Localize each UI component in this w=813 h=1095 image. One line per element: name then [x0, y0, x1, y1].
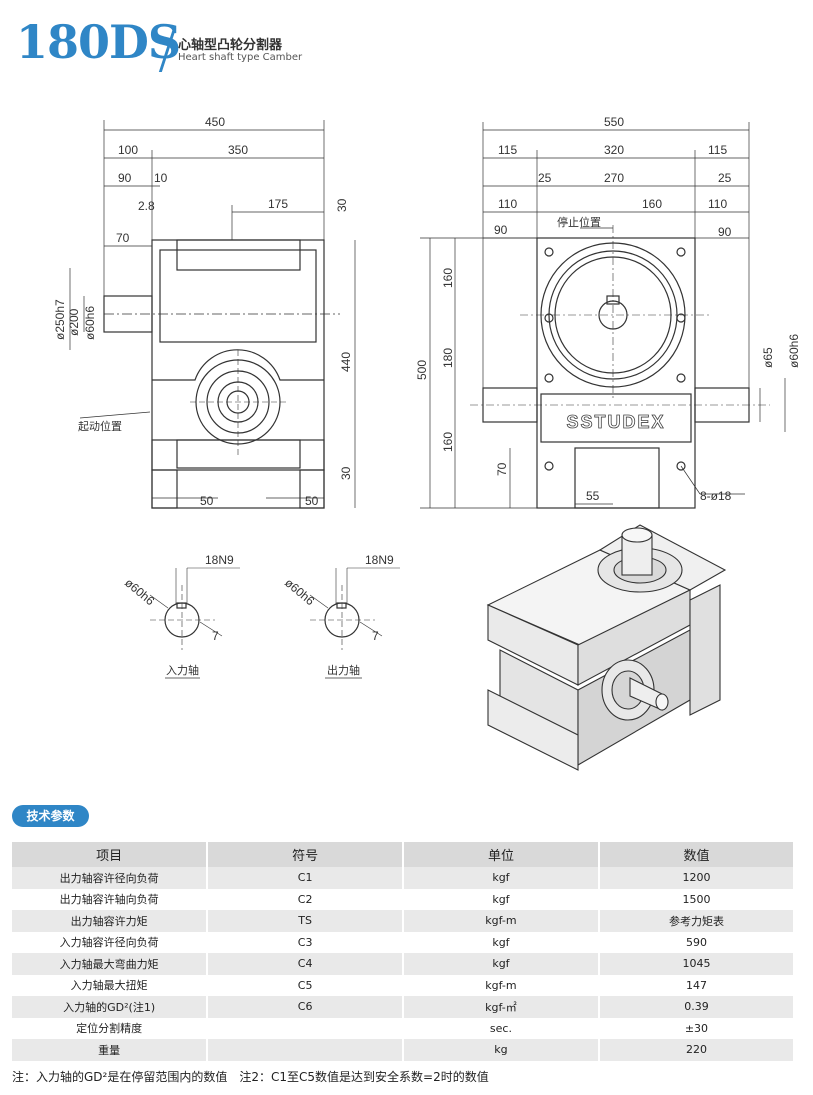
- svg-text:50: 50: [200, 494, 214, 508]
- svg-text:90: 90: [718, 225, 732, 239]
- svg-text:90: 90: [118, 171, 132, 185]
- svg-text:ø60h6: ø60h6: [122, 576, 157, 609]
- top-dimension-lines: [420, 122, 786, 509]
- svg-text:100: 100: [118, 143, 138, 157]
- svg-text:320: 320: [604, 143, 624, 157]
- svg-text:ø250h7: ø250h7: [53, 299, 67, 340]
- svg-text:10: 10: [154, 171, 168, 185]
- model-number: 180DS: [16, 15, 181, 69]
- svg-text:ø60h6: ø60h6: [83, 306, 97, 340]
- svg-text:8-ø18: 8-ø18: [700, 489, 732, 503]
- svg-text:ø65: ø65: [761, 347, 775, 368]
- header-value: 数值: [598, 842, 796, 867]
- svg-text:450: 450: [205, 115, 225, 129]
- svg-text:ø60h6: ø60h6: [282, 576, 317, 609]
- svg-text:30: 30: [339, 466, 353, 480]
- output-shaft-section: [309, 567, 400, 679]
- shaft-section-texts: 18N9 ø60h6 7 入力轴 18N9 ø60h6 7 出力轴: [122, 553, 394, 677]
- svg-text:7: 7: [372, 629, 379, 643]
- svg-text:440: 440: [339, 352, 353, 372]
- input-shaft-section: [149, 567, 240, 679]
- title-chinese: 心轴型凸轮分割器: [178, 38, 283, 53]
- isometric-view: [486, 524, 727, 771]
- svg-text:50: 50: [305, 494, 319, 508]
- svg-text:160: 160: [642, 197, 662, 211]
- front-view-body: [103, 239, 340, 509]
- specs-header-row: 项目 符号 单位 数值: [12, 842, 796, 867]
- svg-text:25: 25: [718, 171, 732, 185]
- svg-text:500: 500: [415, 360, 429, 380]
- svg-text:ø60h6: ø60h6: [787, 334, 801, 368]
- page-header: 180DS 心轴型凸轮分割器 Heart shaft type Camber: [16, 14, 376, 72]
- title-english: Heart shaft type Camber: [178, 52, 303, 63]
- svg-text:出力轴: 出力轴: [327, 663, 360, 677]
- svg-text:160: 160: [441, 432, 455, 452]
- technical-drawing: 450 100 350 90 10 2.8 175 30 70 ø250h7 ø…: [53, 115, 801, 771]
- svg-text:270: 270: [604, 171, 624, 185]
- svg-text:入力轴: 入力轴: [166, 663, 199, 677]
- footnote: 注：入力轴的GD²是在停留范围内的数值 注2：C1至C5数值是达到安全系数=2时…: [12, 1070, 489, 1084]
- svg-text:18N9: 18N9: [365, 553, 394, 567]
- top-dimension-texts: 550 115 320 115 25 270 25 110 160 110 90…: [415, 115, 801, 503]
- svg-text:70: 70: [495, 462, 509, 476]
- svg-text:110: 110: [708, 197, 727, 211]
- svg-text:2.8: 2.8: [138, 199, 155, 213]
- svg-text:停止位置: 停止位置: [557, 215, 601, 229]
- front-dimension-texts: 450 100 350 90 10 2.8 175 30 70 ø250h7 ø…: [53, 115, 353, 508]
- specs-section-title: 技术参数: [12, 805, 89, 827]
- top-view-body: [470, 225, 770, 509]
- svg-text:70: 70: [116, 231, 130, 245]
- svg-text:7: 7: [212, 629, 219, 643]
- header-symbol: 符号: [207, 842, 404, 867]
- svg-text:180: 180: [441, 348, 455, 368]
- svg-text:550: 550: [604, 115, 624, 129]
- header-item: 项目: [12, 842, 209, 867]
- svg-text:ø200: ø200: [67, 308, 81, 336]
- svg-text:起动位置: 起动位置: [78, 419, 122, 433]
- header-unit: 单位: [403, 842, 600, 867]
- svg-text:25: 25: [538, 171, 552, 185]
- svg-text:175: 175: [268, 197, 288, 211]
- svg-text:350: 350: [228, 143, 248, 157]
- svg-text:30: 30: [335, 198, 349, 212]
- front-dimension-lines: [69, 120, 356, 508]
- svg-text:18N9: 18N9: [205, 553, 234, 567]
- brand-embossed: SSTUDEX: [566, 412, 665, 432]
- svg-text:115: 115: [708, 143, 727, 157]
- svg-text:90: 90: [494, 223, 508, 237]
- svg-text:115: 115: [498, 143, 517, 157]
- svg-text:55: 55: [586, 489, 600, 503]
- svg-text:110: 110: [498, 197, 517, 211]
- svg-text:160: 160: [441, 268, 455, 288]
